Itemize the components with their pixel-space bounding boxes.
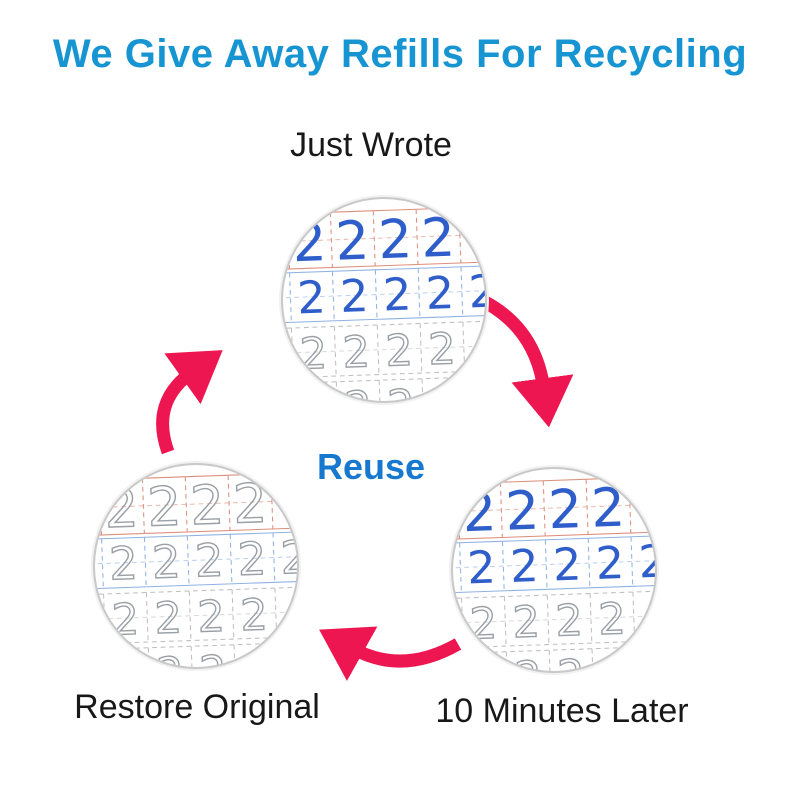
practice-digit: 2	[547, 477, 583, 541]
practice-sheet: 2 2 2 2 2 2 2 2 2	[453, 476, 655, 671]
practice-digit: 2	[151, 535, 181, 589]
practice-digit: 2	[344, 383, 373, 401]
practice-digit: 2	[552, 538, 582, 592]
practice-digit: 2	[504, 479, 540, 543]
practice-digit: 2	[514, 653, 543, 671]
sheet-tilt: 2 2 2 2 2 2 2 2 2	[95, 471, 297, 667]
practice-digit: 2	[385, 326, 414, 377]
sheet-row-2: 2 2 2 2 2	[453, 535, 655, 595]
practice-digit: 2	[342, 327, 371, 378]
practice-sheet: 2 2 2 2 2 2 2 2 2	[283, 206, 485, 401]
sheet-row-4: 2 2 2	[453, 645, 655, 671]
practice-digit: 2	[469, 599, 498, 650]
practice-digit: 2	[103, 476, 139, 540]
practice-digit: 2	[111, 595, 140, 646]
practice-digit: 2	[377, 207, 413, 271]
practice-digit: 2	[382, 268, 412, 322]
practice-digit: 2	[156, 649, 185, 667]
practice-digit: 2	[241, 646, 270, 667]
sheet-row-2: 2 2 2 2 2	[95, 530, 297, 591]
photo-just-wrote: 2 2 2 2 2 2 2 2 2	[281, 197, 487, 403]
center-label-reuse: Reuse	[316, 446, 426, 487]
practice-digit: 2	[189, 473, 225, 537]
practice-digit: 2	[232, 472, 268, 536]
practice-digit: 2	[296, 271, 326, 325]
sheet-row-4: 2 2 2	[283, 375, 485, 401]
sheet-row-3: 2 2 2 2	[453, 590, 655, 650]
practice-digit: 2	[194, 534, 224, 588]
practice-sheet: 2 2 2 2 2 2 2 2 2	[95, 471, 297, 667]
practice-digit: 2	[429, 380, 458, 401]
sheet-tilt: 2 2 2 2 2 2 2 2 2	[453, 476, 655, 671]
practice-digit: 2	[555, 596, 584, 647]
photo-restore-original: 2 2 2 2 2 2 2 2 2	[93, 463, 299, 669]
practice-digit: 2	[557, 651, 586, 671]
practice-digit: 2	[509, 539, 539, 593]
practice-digit: 2	[280, 531, 297, 585]
practice-digit: 2	[387, 381, 416, 401]
practice-digit: 2	[108, 537, 138, 591]
sheet-row-1: 2 2 2 2	[95, 471, 297, 541]
practice-digit: 2	[146, 475, 182, 539]
sheet-row-3: 2 2 2 2	[283, 320, 485, 380]
practice-digit: 2	[199, 647, 228, 667]
stage-label-ten-minutes-later: 10 Minutes Later	[435, 692, 689, 730]
practice-digit: 2	[425, 266, 455, 320]
practice-digit: 2	[334, 209, 370, 273]
page-title: We Give Away Refills For Recycling	[52, 32, 748, 76]
practice-digit: 2	[197, 592, 226, 643]
arrow-right-to-left-icon	[319, 626, 462, 681]
practice-digit: 2	[466, 541, 496, 595]
practice-digit: 2	[154, 593, 183, 644]
photo-ten-minutes-later: 2 2 2 2 2 2 2 2 2	[451, 467, 657, 673]
practice-digit: 2	[461, 480, 497, 544]
practice-digit: 2	[239, 590, 268, 641]
practice-digit: 2	[420, 206, 456, 270]
arrow-left-to-top-icon	[156, 350, 223, 455]
practice-digit: 2	[597, 594, 626, 645]
sheet-row-1: 2 2 2 2	[453, 476, 655, 544]
practice-digit: 2	[339, 269, 369, 323]
sheet-tilt: 2 2 2 2 2 2 2 2 2	[283, 206, 485, 401]
sheet-row-3: 2 2 2 2	[95, 586, 297, 646]
sheet-row-2: 2 2 2 2 2	[283, 265, 485, 325]
practice-digit: 2	[427, 324, 456, 375]
practice-digit: 2	[237, 532, 267, 586]
practice-digit: 2	[599, 650, 628, 671]
practice-digit: 2	[299, 329, 328, 380]
practice-digit: 2	[590, 476, 626, 540]
practice-digit: 2	[595, 536, 625, 590]
sheet-row-1: 2 2 2 2	[283, 206, 485, 274]
sheet-row-4: 2 2 2	[95, 641, 297, 667]
practice-digit: 2	[638, 535, 655, 589]
practice-digit: 2	[512, 597, 541, 648]
practice-digit: 2	[468, 265, 485, 319]
stage-label-just-wrote: Just Wrote	[290, 126, 452, 164]
stage-label-restore-original: Restore Original	[74, 688, 320, 726]
practice-digit: 2	[291, 210, 327, 274]
